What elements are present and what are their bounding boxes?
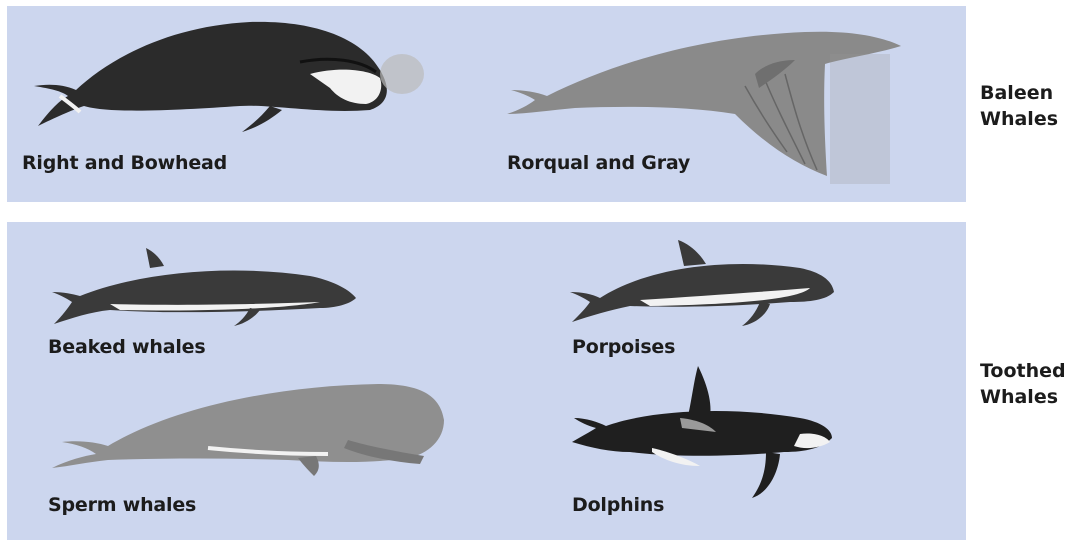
right-whale-illustration (20, 18, 430, 138)
species-label-beaked-whales: Beaked whales (48, 336, 205, 358)
species-label-right-bowhead: Right and Bowhead (22, 152, 227, 174)
species-label-rorqual-gray: Rorqual and Gray (507, 152, 690, 174)
group-title-baleen: Baleen Whales (980, 80, 1058, 132)
group-title-toothed: Toothed Whales (980, 358, 1066, 410)
group-title-toothed-line2: Whales (980, 384, 1066, 410)
sperm-whale-illustration (48, 380, 448, 480)
group-title-baleen-line2: Whales (980, 106, 1058, 132)
dolphin-illustration (570, 366, 840, 506)
species-label-dolphins: Dolphins (572, 494, 664, 516)
group-title-toothed-line1: Toothed (980, 358, 1066, 384)
group-title-baleen-line1: Baleen (980, 80, 1058, 106)
species-label-porpoises: Porpoises (572, 336, 675, 358)
porpoise-illustration (570, 236, 840, 328)
beaked-whale-illustration (50, 246, 370, 330)
species-label-sperm-whales: Sperm whales (48, 494, 196, 516)
